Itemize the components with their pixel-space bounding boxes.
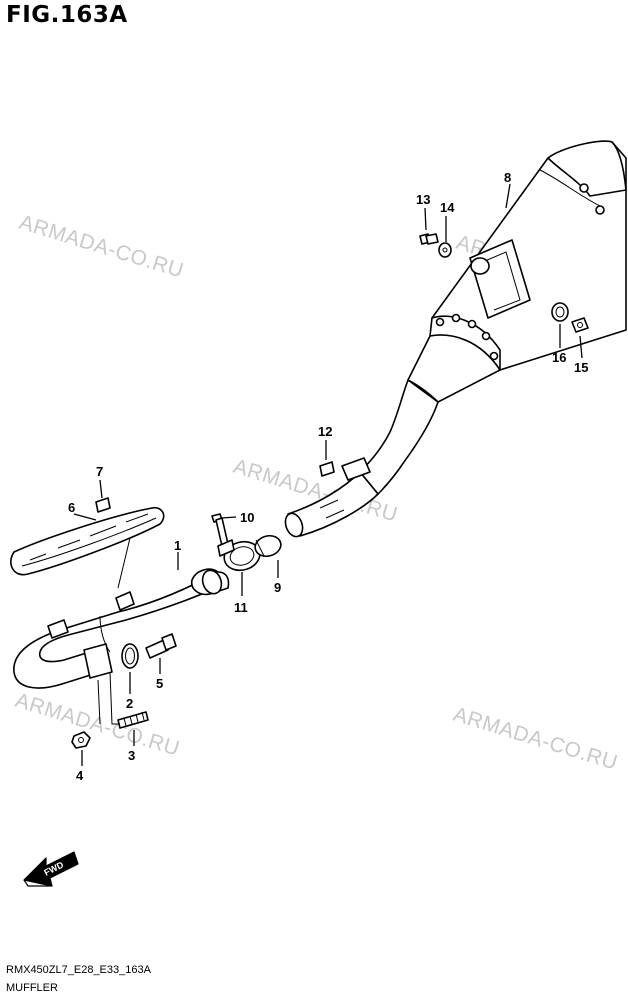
- gasket-2: [121, 643, 139, 669]
- callout-11: 11: [234, 600, 248, 615]
- callout-8: 8: [504, 170, 511, 185]
- callout-4: 4: [76, 768, 84, 783]
- callout-1: 1: [174, 538, 181, 553]
- watermark-1: ARMADA-CO.RU: [17, 211, 187, 283]
- callout-12: 12: [318, 424, 332, 439]
- callout-2: 2: [126, 696, 133, 711]
- figure-code: RMX450ZL7_E28_E33_163A: [6, 964, 151, 976]
- watermark-4: ARMADA-CO.RU: [13, 689, 183, 761]
- callout-16: 16: [552, 350, 566, 365]
- collar-15: [571, 317, 589, 333]
- figure-name: MUFFLER: [6, 982, 58, 994]
- bolt-10: [211, 513, 229, 547]
- muffler-body: [284, 140, 627, 538]
- bolt-12: [319, 461, 335, 477]
- gasket-9: [254, 534, 282, 558]
- fwd-arrow-icon: FWD: [23, 851, 79, 887]
- watermark-5: ARMADA-CO.RU: [451, 703, 621, 775]
- callout-9: 9: [274, 580, 281, 595]
- callout-14: 14: [440, 200, 455, 215]
- stud-bolt-3: [117, 711, 149, 729]
- callout-5: 5: [156, 676, 163, 691]
- callout-numbers: 1 2 3 4 5 6 7 8 9 10 11 12 13 14 15 16: [68, 170, 588, 783]
- callout-6: 6: [68, 500, 75, 515]
- callout-7: 7: [96, 464, 103, 479]
- callout-3: 3: [128, 748, 135, 763]
- callout-10: 10: [240, 510, 254, 525]
- leader-lines: [73, 183, 583, 766]
- callout-15: 15: [574, 360, 588, 375]
- callout-13: 13: [416, 192, 430, 207]
- figure-title: FIG.163A: [6, 2, 128, 28]
- washer-14: [438, 242, 452, 258]
- bolt-7: [95, 497, 111, 513]
- clamp-11: [217, 539, 261, 572]
- heat-shield: [10, 506, 165, 576]
- grommet-16: [551, 302, 569, 322]
- exhaust-header-pipe: [13, 568, 230, 689]
- nut-4: [71, 731, 91, 749]
- bolt-13: [419, 233, 439, 245]
- bolt-5: [145, 633, 177, 659]
